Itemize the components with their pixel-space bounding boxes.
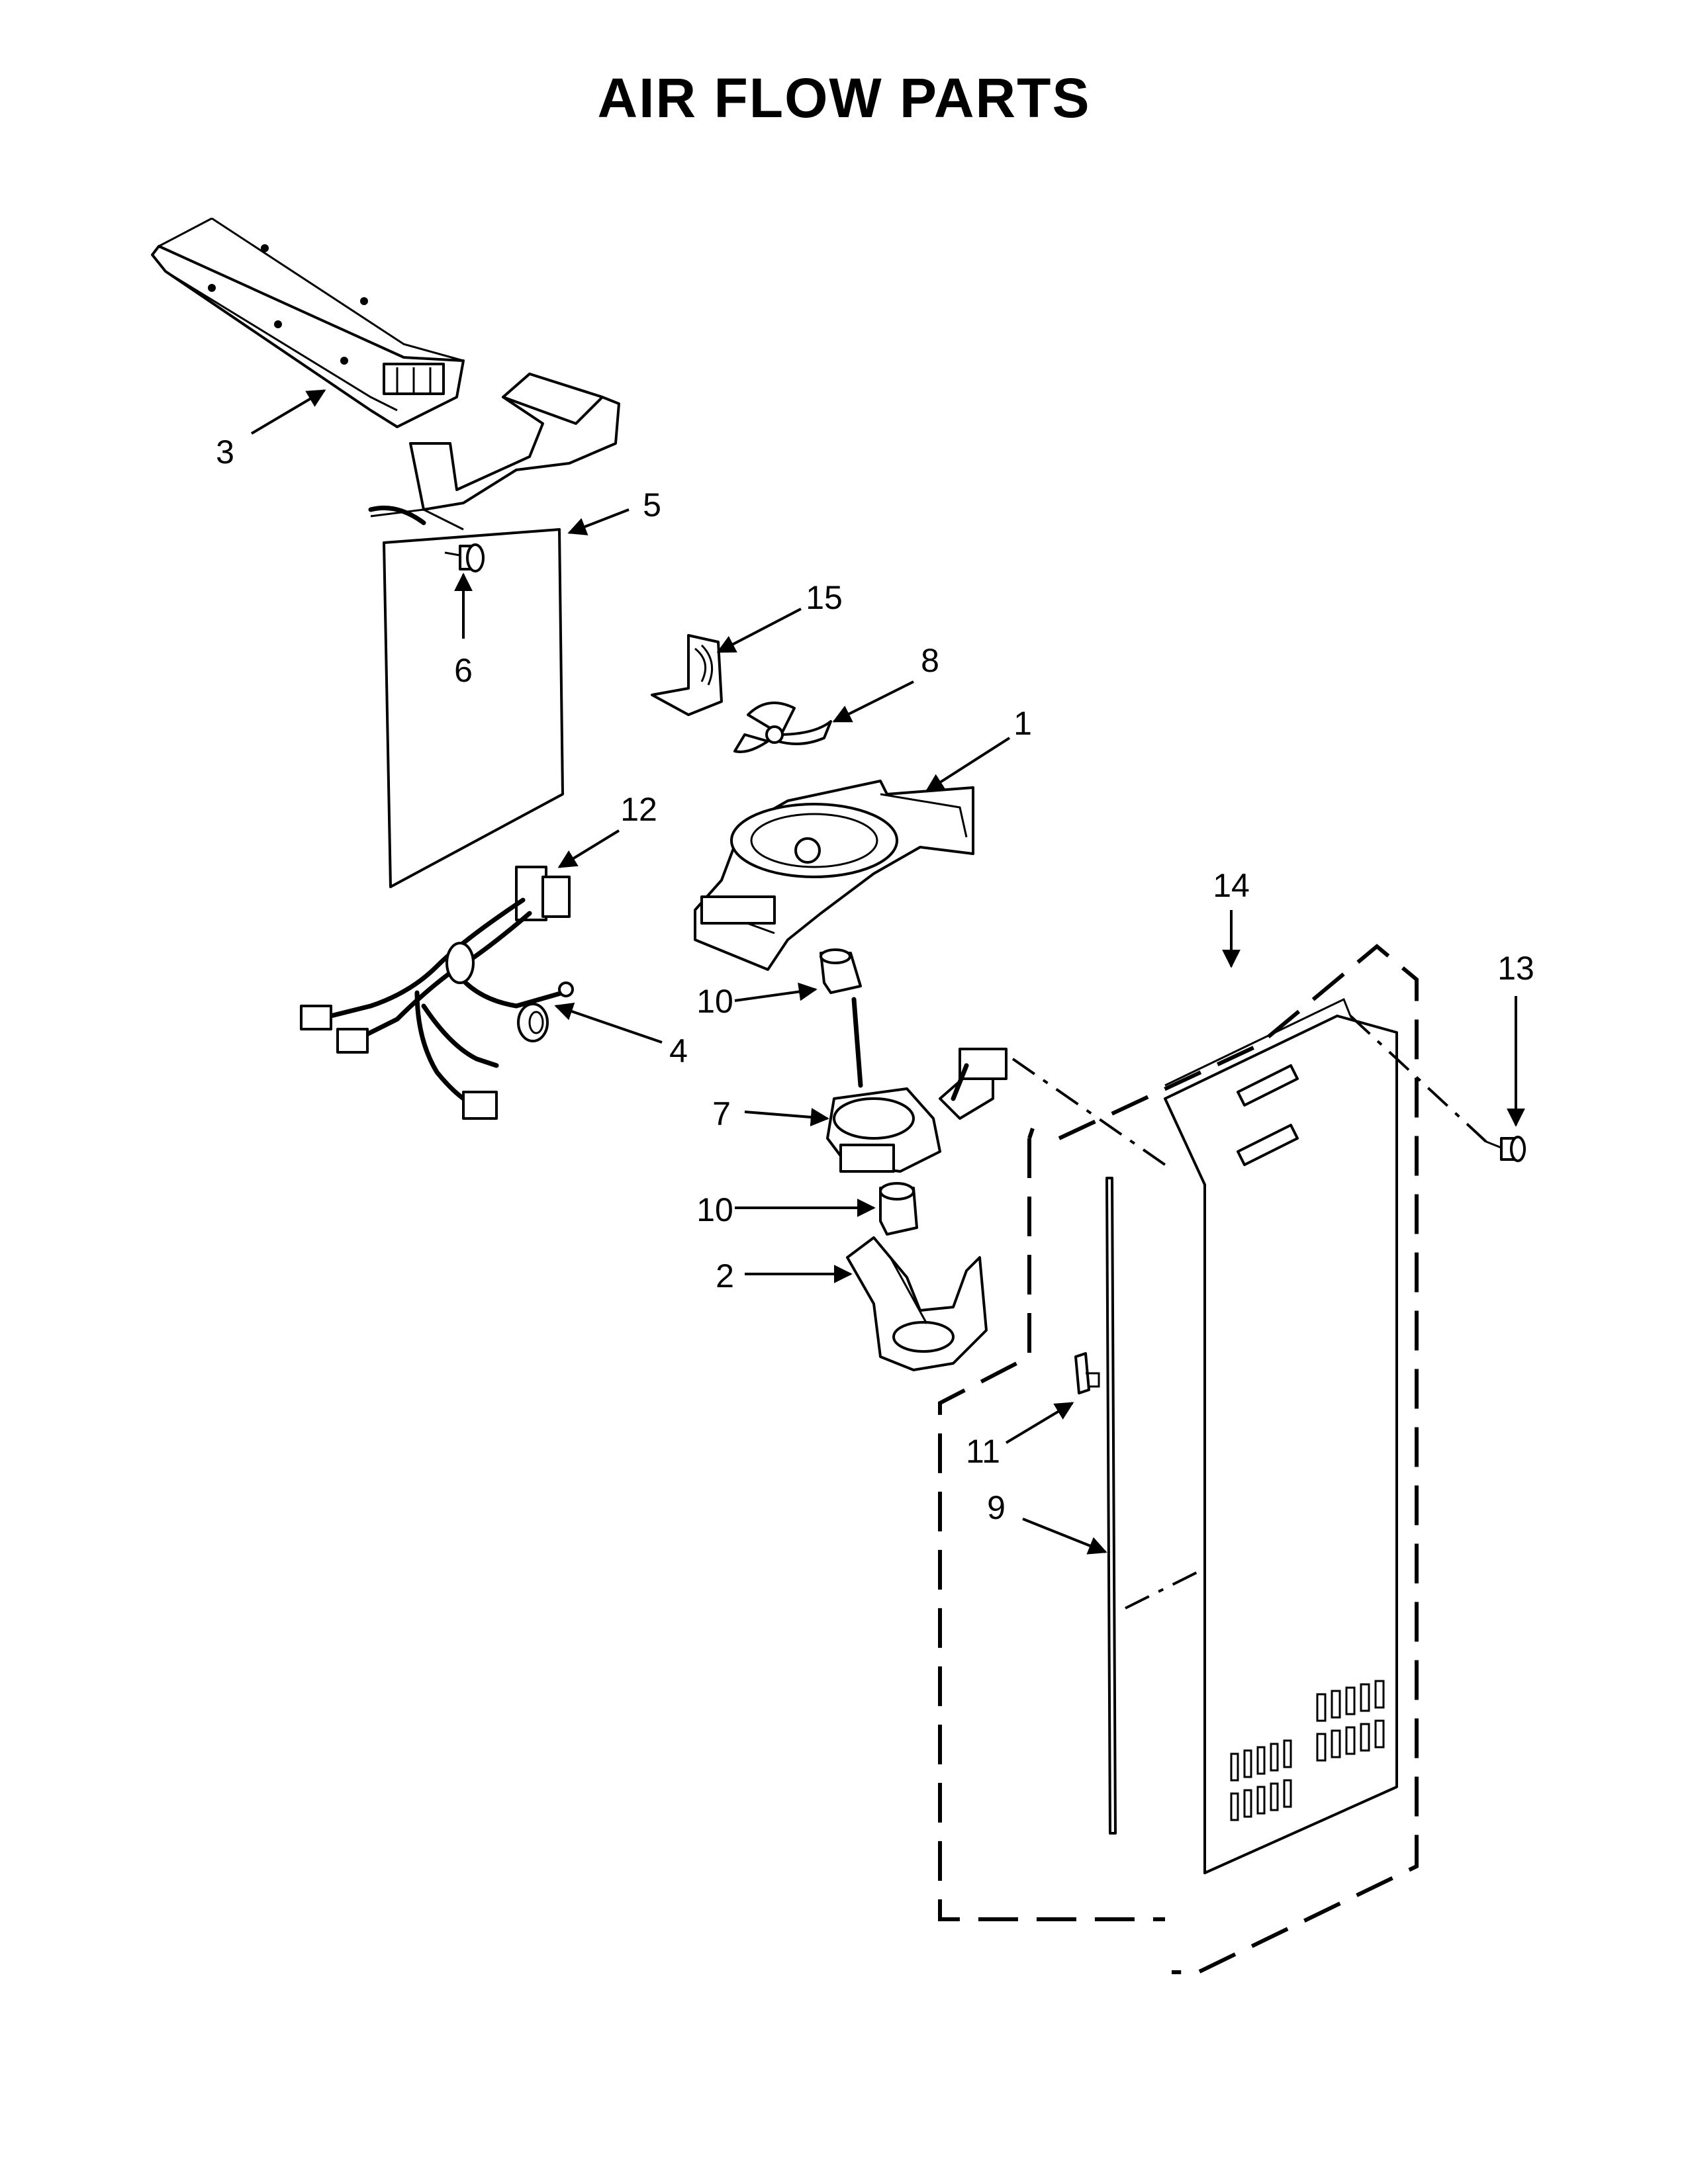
vent-slots [1230,1680,1385,1821]
callout-2: 2 [716,1257,734,1295]
callout-11: 11 [966,1433,1000,1470]
part-8-fan-blade [733,702,832,753]
part-13-screw [1485,1136,1526,1162]
part-14-evaporator-cover [1164,997,1398,1874]
callout-10-upper: 10 [696,983,733,1020]
callout-5: 5 [643,486,661,523]
part-15-clip [651,634,723,716]
part-6-screw [444,543,485,572]
part-10-grommet-upper [820,948,862,994]
callout-15: 15 [806,579,843,616]
callout-13: 13 [1497,950,1534,987]
part-1-fan-housing [694,780,974,971]
callout-14: 14 [1213,867,1250,904]
leader-lines [250,389,1525,1555]
part-9-gasket-strip [1105,1177,1117,1835]
part-2-motor-bracket [846,1236,988,1371]
callout-4: 4 [669,1032,688,1069]
callout-7: 7 [712,1095,731,1132]
callout-8: 8 [921,642,939,679]
page-title: AIR FLOW PARTS [597,67,1091,129]
callout-3: 3 [216,433,234,471]
callout-1: 1 [1013,705,1032,742]
callout-9: 9 [987,1489,1006,1526]
callout-labels: 3 5 6 15 8 1 12 4 10 7 10 2 14 13 11 9 [216,433,1534,1526]
part-10-grommet-lower [879,1182,918,1236]
assembly-outline [938,944,1487,1974]
part-5-air-duct [368,373,620,888]
part-12-wire-harness [300,866,574,1120]
callout-6: 6 [454,652,473,689]
part-4-thermistor [517,1003,549,1042]
callout-12: 12 [620,791,657,828]
part-11-clip [1074,1352,1100,1394]
part-3-duct-cover [151,217,465,428]
part-7-fan-motor [826,997,1008,1173]
callout-10-lower: 10 [696,1191,733,1228]
